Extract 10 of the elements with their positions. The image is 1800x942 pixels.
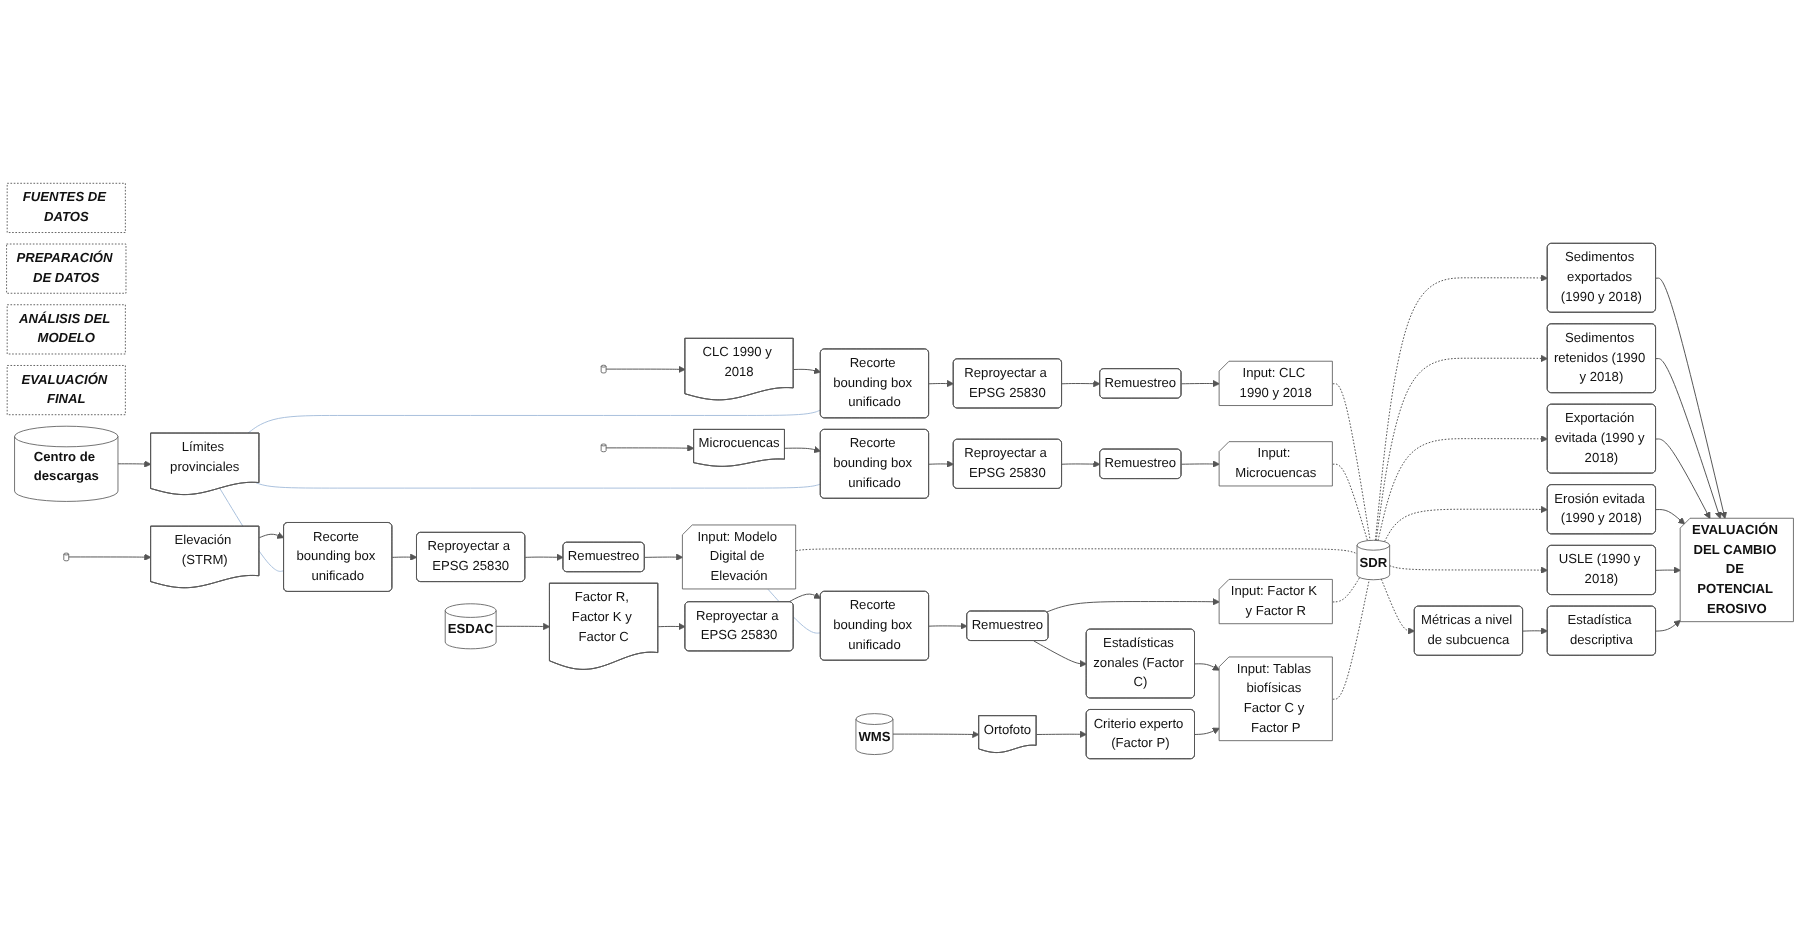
connector [1332,579,1370,700]
connector [247,409,822,434]
node-cylinder [600,364,607,374]
connector [255,482,822,489]
connector [795,548,1358,555]
node-cylinder [600,443,607,453]
connector [1332,383,1371,541]
connector [1332,577,1361,603]
connector [1332,463,1368,542]
node-cylinder [63,552,70,562]
